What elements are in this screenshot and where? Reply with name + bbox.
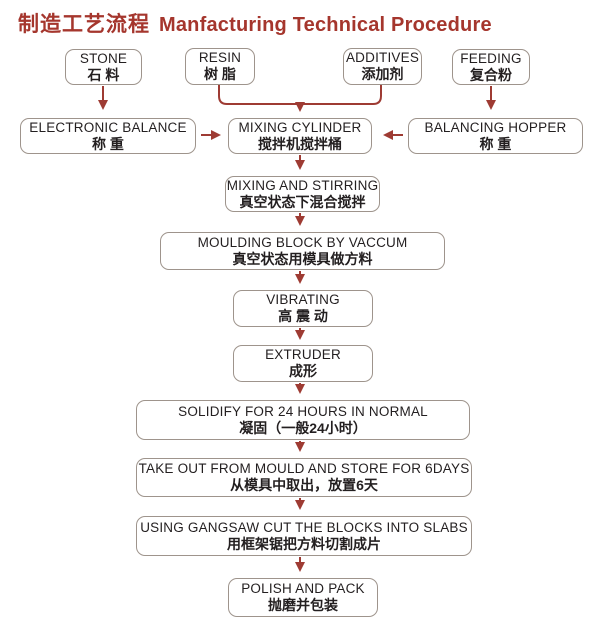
page-title: 制造工艺流程 Manfacturing Technical Procedure bbox=[18, 8, 492, 38]
node-label-zh: 称 重 bbox=[479, 135, 512, 152]
node-label-zh: 称 重 bbox=[92, 135, 124, 152]
flow-node-electronic-balance: ELECTRONIC BALANCE 称 重 bbox=[20, 118, 196, 154]
flow-node-polish: POLISH AND PACK 抛磨并包装 bbox=[228, 578, 378, 617]
node-label-en: POLISH AND PACK bbox=[241, 581, 365, 596]
node-label-zh: 抛磨并包装 bbox=[268, 597, 338, 613]
node-label-en: STONE bbox=[79, 50, 128, 66]
flow-node-mixing-stirring: MIXING AND STIRRING 真空状态下混合搅拌 bbox=[225, 176, 380, 212]
node-label-en: TAKE OUT FROM MOULD AND STORE FOR 6DAYS bbox=[138, 461, 470, 476]
node-label-en: SOLIDIFY FOR 24 HOURS IN NORMAL bbox=[178, 403, 428, 419]
page-title-zh: 制造工艺流程 bbox=[18, 13, 150, 36]
flow-node-moulding: MOULDING BLOCK BY VACCUM 真空状态用模具做方料 bbox=[160, 232, 445, 270]
node-label-en: ELECTRONIC BALANCE bbox=[29, 119, 187, 135]
node-label-zh: 石 料 bbox=[87, 66, 120, 83]
flow-node-stone: STONE 石 料 bbox=[65, 49, 142, 85]
flow-node-solidify: SOLIDIFY FOR 24 HOURS IN NORMAL 凝固（一般24小… bbox=[136, 400, 470, 440]
flow-node-feeding: FEEDING 复合粉 bbox=[452, 49, 530, 85]
node-label-zh: 高 震 动 bbox=[278, 308, 328, 324]
node-label-zh: 添加剂 bbox=[361, 66, 404, 82]
node-label-zh: 从模具中取出，放置6天 bbox=[230, 477, 378, 493]
node-label-zh: 真空状态用模具做方料 bbox=[232, 250, 373, 267]
node-label-zh: 凝固（一般24小时） bbox=[239, 419, 367, 436]
flow-node-resin: RESIN 树 脂 bbox=[185, 48, 255, 85]
page-title-en: Manfacturing Technical Procedure bbox=[159, 14, 492, 36]
node-label-zh: 树 脂 bbox=[204, 66, 236, 82]
node-label-en: BALANCING HOPPER bbox=[424, 119, 567, 135]
node-label-en: MIXING AND STIRRING bbox=[226, 177, 379, 193]
node-label-en: MOULDING BLOCK BY VACCUM bbox=[197, 234, 408, 250]
flow-node-balancing-hopper: BALANCING HOPPER 称 重 bbox=[408, 118, 583, 154]
node-label-zh: 用框架锯把方料切割成片 bbox=[227, 535, 381, 552]
node-label-zh: 真空状态下混合搅拌 bbox=[239, 193, 366, 210]
flow-node-extruder: EXTRUDER 成形 bbox=[233, 345, 373, 382]
node-label-en: FEEDING bbox=[460, 50, 522, 66]
flow-node-take-out: TAKE OUT FROM MOULD AND STORE FOR 6DAYS … bbox=[136, 458, 472, 497]
node-label-en: ADDITIVES bbox=[345, 50, 420, 65]
node-label-en: MIXING CYLINDER bbox=[238, 119, 362, 135]
flow-node-gangsaw: USING GANGSAW CUT THE BLOCKS INTO SLABS … bbox=[136, 516, 472, 556]
node-label-en: RESIN bbox=[198, 50, 242, 65]
flow-node-vibrating: VIBRATING 高 震 动 bbox=[233, 290, 373, 327]
flow-node-mixing-cylinder: MIXING CYLINDER 搅拌机搅拌桶 bbox=[228, 118, 372, 154]
node-label-zh: 搅拌机搅拌桶 bbox=[258, 135, 342, 152]
connector-resin-additives-merge bbox=[218, 85, 382, 105]
node-label-en: USING GANGSAW CUT THE BLOCKS INTO SLABS bbox=[140, 519, 468, 535]
node-label-zh: 复合粉 bbox=[470, 66, 512, 83]
node-label-en: VIBRATING bbox=[266, 292, 340, 307]
node-label-zh: 成形 bbox=[289, 363, 317, 379]
node-label-en: EXTRUDER bbox=[265, 347, 341, 362]
flow-node-additives: ADDITIVES 添加剂 bbox=[343, 48, 422, 85]
